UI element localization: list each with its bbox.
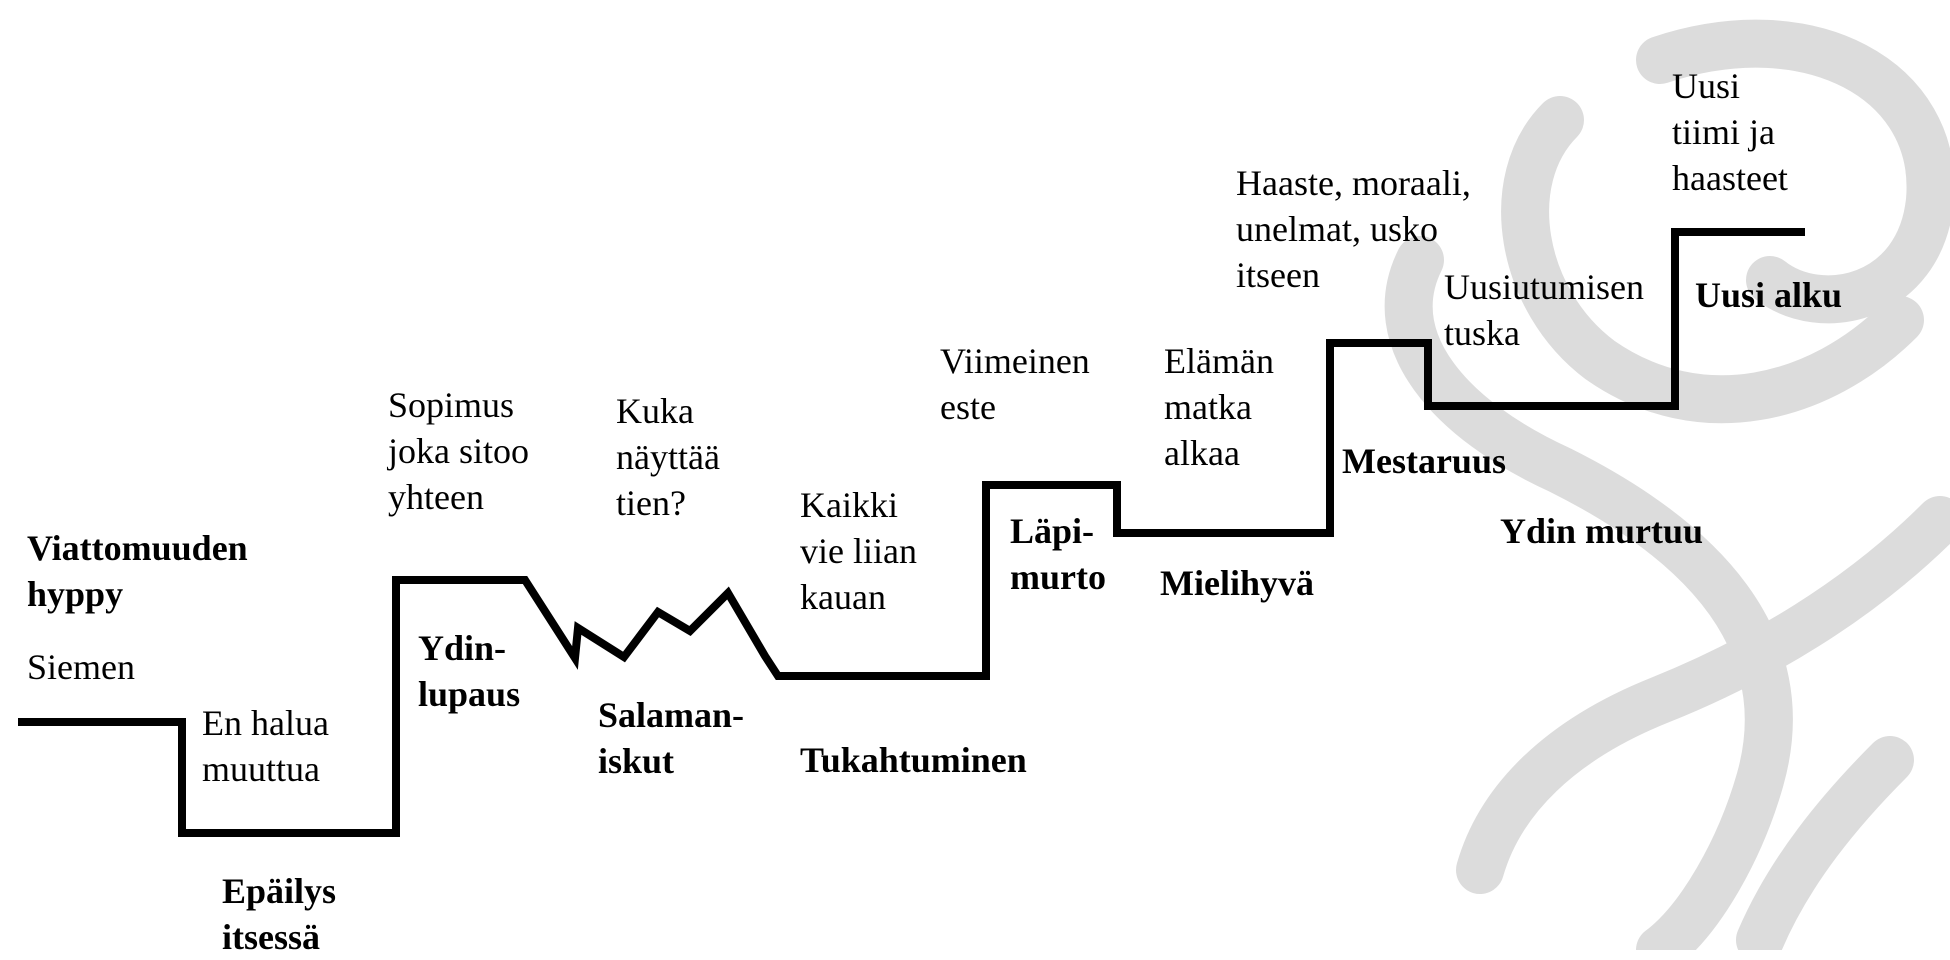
- stage-note: Elämän matka alkaa: [1164, 341, 1274, 473]
- stage-note: Sopimus joka sitoo yhteen: [388, 385, 529, 517]
- stage-note: Uusiutumisen tuska: [1444, 267, 1645, 353]
- stage-note: Haaste, moraali, unelmat, usko itseen: [1236, 163, 1471, 295]
- stage-label: Mielihyvä: [1160, 563, 1314, 603]
- stage-label: Tukahtuminen: [800, 740, 1027, 780]
- stage-label: Läpi- murto: [1010, 511, 1106, 597]
- stage-note: Kaikki vie liian kauan: [800, 485, 917, 617]
- stage-note: Kuka näyttää tien?: [616, 391, 720, 523]
- stage-note: Uusi tiimi ja haasteet: [1672, 66, 1788, 198]
- stage-label: Epäilys itsessä: [222, 871, 337, 957]
- stage-label: Ydin- lupaus: [418, 628, 521, 714]
- stage-note: Siemen: [27, 647, 135, 687]
- stage-note: Viimeinen este: [940, 341, 1090, 427]
- stage-label: Mestaruus: [1342, 441, 1506, 481]
- progress-staircase-line: [18, 228, 1805, 837]
- stage-label: Viattomuuden hyppy: [27, 528, 248, 614]
- stage-label: Uusi alku: [1695, 275, 1843, 315]
- stage-label: Salaman- iskut: [598, 695, 745, 781]
- watermark-emblem: [1384, 19, 1950, 950]
- stage-note: En halua muuttua: [202, 703, 329, 789]
- stage-label: Ydin murtuu: [1500, 511, 1704, 551]
